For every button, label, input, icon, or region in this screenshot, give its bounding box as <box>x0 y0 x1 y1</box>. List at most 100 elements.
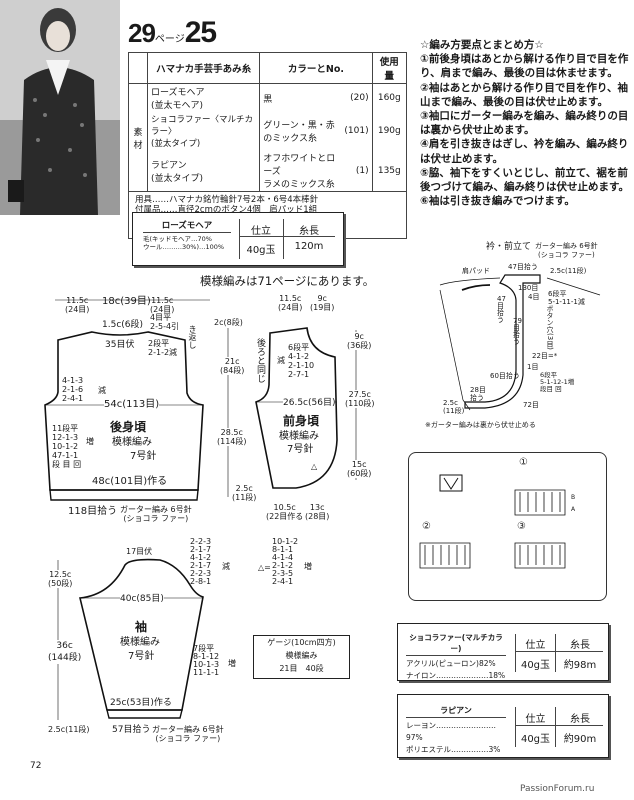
band-label: ガーター編み 6号針 (ショコラ ファー) <box>535 242 598 259</box>
divider <box>515 651 603 652</box>
dim-label: 36c (144段) <box>48 640 82 664</box>
stitch-pattern: 模様編み <box>112 437 152 448</box>
dim-label: 13c (28目) <box>305 503 330 521</box>
dim-label: 2c(8段) <box>214 318 243 327</box>
dim-label: 27.5c (110段) <box>345 390 375 408</box>
yarn-amount: 135g <box>371 150 408 192</box>
neck-decrease: 6段平 4-1-2 2-1-10 2-7-1 <box>288 343 315 379</box>
model-illustration <box>0 0 120 215</box>
yarn-length: 約98m <box>563 660 597 671</box>
yarn-length: 約90m <box>563 734 597 745</box>
instruction-step: ②袖はあとから解ける作り目で目を作り、袖山まで編み、最後の目は伏せ止めます。 <box>420 81 628 108</box>
stitch-pattern: 模様編み <box>120 637 160 648</box>
yarn-color-no: (20) <box>341 83 373 112</box>
width-label: 54c(113目) <box>104 399 160 411</box>
dim-label: 1.5c(6段) <box>102 320 144 330</box>
instruction-step: ①前後身頃はあとから解ける作り目で目を作り、肩まで編み、最後の目は休ませます。 <box>420 53 629 80</box>
triangle-mark: △ <box>311 462 318 471</box>
neck-decrease: 2段平 2-1-2減 <box>148 339 178 357</box>
dim-label: 18c(39目) <box>102 296 151 307</box>
divider <box>515 707 516 747</box>
front-body-outline <box>255 327 338 489</box>
dim-label: 10.5c (22目作る <box>266 503 304 521</box>
stitch-count: 22目=* <box>532 352 558 360</box>
dim-label: 2.5c (11段) <box>443 399 465 415</box>
increase-mark: 増 <box>228 659 236 668</box>
triangle-values: 10-1-2 8-1-1 4-1-4 2-1-2 2-3-5 2-4-1 <box>272 537 299 586</box>
band-increase: 6段平 5-1-12-1増 段目 回 <box>540 371 575 393</box>
dim-label: 2.5c (11段) <box>232 484 257 502</box>
pickup-label: 118目拾う <box>68 506 118 517</box>
instructions: ☆編み方要点とまとめ方☆ ①前後身頃はあとから解ける作り目で目を作り、肩まで編み… <box>420 38 630 208</box>
yarn-composition-1: アクリル(ピューロン)82% <box>406 659 496 668</box>
shoulder-shaping: 4目平 2-5-4引 <box>150 313 180 331</box>
header-finish: 仕立 <box>525 714 546 725</box>
instruction-step: ③袖口にガーター編みを編み、編み終りの目は裏から伏せ止めます。 <box>420 110 629 137</box>
yarn-name: ショコラファー(マルチカラー) <box>406 632 506 656</box>
yarn-color: 黒 <box>259 83 342 112</box>
side-increase: 11段平 12-1-3 10-1-2 47-1-1 段 目 回 <box>52 424 82 469</box>
cast-on-label: 25c(53目)作る <box>110 698 172 708</box>
header-length: 糸長 <box>299 226 319 237</box>
yarn-name: ラピアン <box>406 705 506 718</box>
step-number: ③ <box>517 521 526 532</box>
collar-body-outline <box>439 277 601 411</box>
divider <box>515 634 516 672</box>
shoulder-pad-label: 肩パッド <box>462 267 490 275</box>
stitch-count: 1目 <box>527 363 539 371</box>
yarn-length: 120m <box>294 241 324 252</box>
dim-label: 28.5c (114段) <box>217 428 247 446</box>
header-color: カラーとNo. <box>259 52 373 84</box>
instructions-title: ☆編み方要点とまとめ方☆ <box>420 39 544 51</box>
header-amount: 使用量 <box>371 52 408 84</box>
neck-bind-off: 35目伏 <box>105 340 135 350</box>
stitch-pattern: 模様編み <box>279 431 319 442</box>
yarn-color: オフホワイトとローズ ラメのミックス糸 <box>259 150 342 192</box>
yarn-composition-2: ポリエステル……………3% <box>406 745 501 754</box>
triangle-eq: △= <box>258 563 271 572</box>
pickup-label: 47目拾う <box>508 263 538 271</box>
needle-size: 7号針 <box>128 651 155 662</box>
sleeve-cuff <box>106 709 183 719</box>
yarn-info-chocola-fur: ショコラファー(マルチカラー) アクリル(ピューロン)82% ナイロン……………… <box>397 623 609 681</box>
header-yarn: ハマナカ手芸手あみ糸 <box>146 52 261 84</box>
yarn-composition-1: レーヨン……………………97% <box>406 721 496 742</box>
increase-mark: 増 <box>86 437 94 446</box>
dim-label: 11.5c (24目) <box>65 296 90 314</box>
armhole-decrease: 4-1-3 2-1-6 2-4-1 <box>62 376 84 403</box>
header-length: 糸長 <box>570 640 590 651</box>
dim-label: 21c (84段) <box>220 357 245 375</box>
decrease-mark: 減 <box>277 356 285 365</box>
yarn-amount: 190g <box>371 112 408 150</box>
divider <box>283 219 284 259</box>
ball-weight: 40g玉 <box>520 734 551 745</box>
piece-name: 前身頃 <box>283 414 320 428</box>
yarn-name: ローズモヘア <box>143 219 231 233</box>
pickup-label: 60目拾う <box>490 372 520 380</box>
back-band <box>49 489 199 501</box>
tools-text: 用具……ハマナカ銘竹輪針7号2本・6号4本棒針 <box>135 195 319 205</box>
collar-title: 衿・前立て <box>486 242 532 252</box>
stitch-count: 130目 <box>518 284 539 292</box>
collar-note: ※ガーター編みは裏から伏せ止める <box>425 421 536 429</box>
pickup-label: 57目拾う <box>112 725 151 735</box>
pickup-label: 79 目 拾 う <box>513 317 522 346</box>
dim-label: 9c (19目) <box>310 294 335 312</box>
accessories-text: 付属品……直径2cmのボタン4個 肩パッド1組 <box>135 205 318 215</box>
piece-name: 袖 <box>135 620 148 634</box>
same-as-back-note: 後ろと同じ <box>255 338 265 383</box>
yarn-composition-1: 毛(キッドモヘア…70% <box>143 235 212 243</box>
watermark: PassionForum.ru <box>520 784 595 794</box>
dim-label: 15c (60段) <box>347 460 372 478</box>
yarn-composition-2: ナイロン…………………18% <box>406 671 506 680</box>
pickup-label: 47 目 拾 う <box>497 295 506 324</box>
pattern-reference-note: 模様編みは71ページにあります。 <box>200 274 375 288</box>
gauge-title: ゲージ(10cm四方) <box>267 638 336 647</box>
collar-decrease: 6段平 5-1-11-1減 <box>548 290 585 306</box>
band-label: ガーター編み 6号針 (ショコラ ファー) <box>152 725 224 743</box>
needle-size: 7号針 <box>287 444 314 455</box>
side-increase: 7段平 8-1-12 10-1-3 11-1-1 <box>193 644 220 677</box>
stitch-count: 4目 <box>528 293 540 301</box>
width-label: 26.5c(56目) <box>283 397 336 409</box>
yarn-color: グリーン・黒・赤 のミックス糸 <box>259 112 342 150</box>
